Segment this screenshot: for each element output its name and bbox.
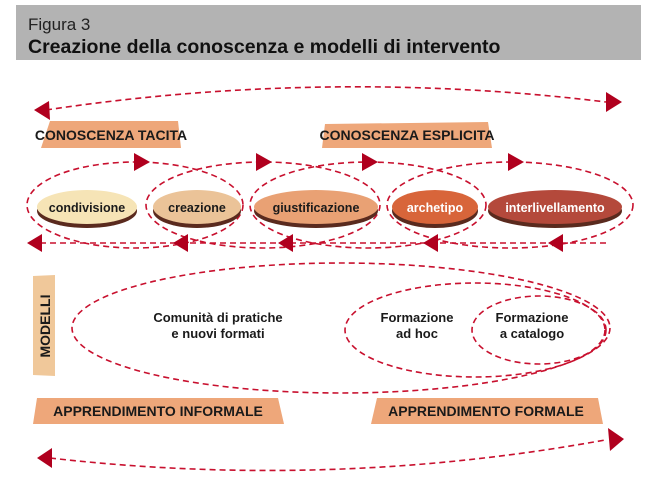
stage-archetipo: archetipo [392, 190, 478, 228]
stage-label: interlivellamento [505, 201, 605, 215]
community-line2: e nuovi formati [171, 326, 264, 341]
arrow-right-icon [134, 153, 150, 171]
stage-ellipse [488, 190, 622, 224]
stage-giustificazione: giustificazione [254, 190, 378, 228]
arrow-right-icon [606, 92, 622, 112]
modelli-label: MODELLI [37, 295, 53, 358]
arrow-right-icon [608, 428, 624, 451]
informal-label-bg [33, 398, 284, 424]
arrow-left-icon [37, 448, 52, 468]
arrow-right-icon [508, 153, 524, 171]
stage-interlivellamento: interlivellamento [488, 190, 622, 228]
modelli-label-bg [33, 275, 55, 376]
arrow-right-icon [362, 153, 378, 171]
informal-learning-label: APPRENDIMENTO INFORMALE [53, 403, 263, 419]
bottom-arrows [27, 234, 563, 252]
stage-ellipse [392, 190, 478, 224]
tacit-label-bg [41, 121, 181, 148]
figure-label: Figura 3 [28, 15, 90, 34]
arrow-left-icon [423, 234, 438, 252]
arrow-left-icon [278, 234, 293, 252]
community-ellipse [71, 262, 611, 394]
stage-ellipse [254, 190, 378, 224]
header-band [16, 5, 641, 60]
catalog-line2: a catalogo [500, 326, 564, 341]
stage-ellipse [37, 190, 137, 224]
stage-label: condivisione [49, 201, 125, 215]
arrow-left-icon [173, 234, 188, 252]
stage-condivisione: condivisione [37, 190, 137, 228]
top-arrows [134, 153, 524, 171]
formal-label-bg [371, 398, 603, 424]
top-double-arrow-arc [45, 85, 607, 111]
stage-creazione: creazione [153, 190, 241, 228]
explicit-label-bg [322, 122, 492, 148]
stage-label: giustificazione [273, 201, 360, 215]
community-line1: Comunità di pratiche [153, 310, 282, 325]
cycle-ellipse-2 [145, 161, 381, 249]
tacit-knowledge-label: CONOSCENZA TACITA [35, 127, 187, 143]
adhoc-line2: ad hoc [396, 326, 438, 341]
arrow-right-icon [256, 153, 272, 171]
stages: condivisione creazione giustificazione arch… [37, 190, 622, 228]
arrow-left-icon [548, 234, 563, 252]
catalog-line1: Formazione [496, 310, 569, 325]
arrow-left-icon [27, 234, 42, 252]
stage-ellipse [153, 190, 241, 224]
formal-learning-label: APPRENDIMENTO FORMALE [388, 403, 584, 419]
page-title: Creazione della conoscenza e modelli di … [28, 36, 501, 58]
adhoc-line1: Formazione [381, 310, 454, 325]
catalog-ellipse [471, 295, 607, 365]
bottom-double-arrow-arc [49, 439, 606, 472]
explicit-knowledge-label: CONOSCENZA ESPLICITA [319, 127, 494, 143]
adhoc-ellipse [344, 282, 606, 378]
stage-label: creazione [168, 201, 226, 215]
arrow-left-icon [34, 101, 50, 120]
stage-label: archetipo [407, 201, 464, 215]
